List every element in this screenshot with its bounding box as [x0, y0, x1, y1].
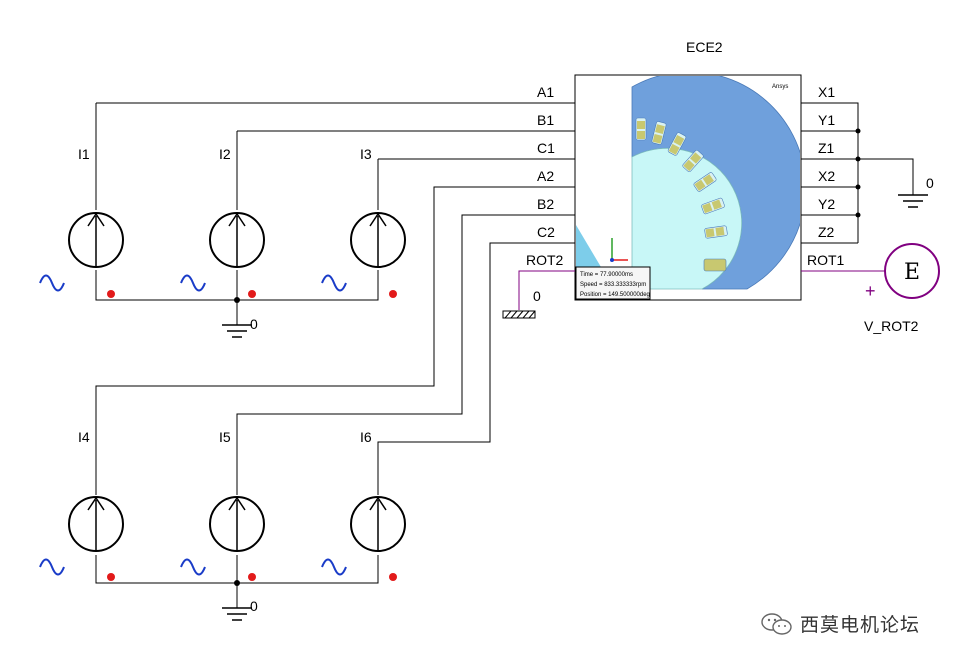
pin-x2: X2	[818, 168, 835, 184]
current-source-i2[interactable]: I2	[180, 146, 265, 298]
wire-b2	[236, 214, 575, 495]
current-source-i1[interactable]: I1	[39, 146, 124, 298]
pin-c1: C1	[537, 140, 555, 156]
brand-label: Ansys	[772, 84, 788, 90]
arrow-up-icon	[87, 496, 105, 551]
polarity-dot	[389, 573, 397, 581]
ground-symbol-top: 0	[222, 316, 258, 338]
wires-top-phase	[96, 102, 575, 160]
ece2-component[interactable]: ECE2 A1 B1 C1 A2 B2 C2 ROT2 0 X1 Y1 Z1 X…	[502, 39, 934, 319]
pin-b1: B1	[537, 112, 554, 128]
ground-label-right: 0	[926, 175, 934, 191]
sine-wave-icon	[321, 558, 347, 576]
junction-dot	[234, 580, 240, 586]
pin-c2: C2	[537, 224, 555, 240]
junction-dot	[855, 128, 861, 134]
source-label-i4: I4	[78, 429, 90, 445]
arrow-up-icon	[369, 212, 387, 267]
wires-top-vertical	[95, 103, 379, 210]
voltmeter-circle[interactable]	[884, 243, 940, 299]
arrow-up-icon	[87, 212, 105, 267]
pin-x1: X1	[818, 84, 835, 100]
polarity-dot	[107, 573, 115, 581]
sine-wave-icon	[180, 274, 206, 292]
voltmeter-v-rot2[interactable]: E + V_ROT2	[864, 243, 940, 334]
wire-to-ground-right	[858, 158, 914, 195]
wire-c2	[377, 242, 575, 495]
source-label-i2: I2	[219, 146, 231, 162]
arrow-up-icon	[369, 496, 387, 551]
pin-rot2: ROT2	[526, 252, 564, 268]
source-label-i6: I6	[360, 429, 372, 445]
polarity-dot	[107, 290, 115, 298]
voltmeter-symbol: E	[904, 260, 920, 285]
current-source-i4[interactable]: I4	[39, 429, 124, 581]
polarity-plus: +	[865, 281, 876, 301]
wire-a2	[95, 186, 575, 495]
ground-symbol-bottom: 0	[222, 598, 258, 621]
mechanical-ground-icon	[502, 310, 536, 319]
polarity-dot	[248, 290, 256, 298]
wechat-icon	[761, 612, 792, 635]
arrow-up-icon	[228, 496, 246, 551]
pin-z1: Z1	[818, 140, 835, 156]
current-source-i5[interactable]: I5	[180, 429, 265, 581]
pin-a1: A1	[537, 84, 554, 100]
source-label-i3: I3	[360, 146, 372, 162]
sine-wave-icon	[39, 558, 65, 576]
sine-wave-icon	[39, 274, 65, 292]
sine-wave-icon	[180, 558, 206, 576]
watermark-text: 西莫电机论坛	[800, 614, 921, 636]
watermark: 西莫电机论坛	[760, 610, 920, 637]
pin-b2: B2	[537, 196, 554, 212]
tooltip-time: Time = 77.90000ms	[580, 272, 633, 278]
right-pin-wires	[801, 102, 859, 244]
junction-dot	[855, 212, 861, 218]
ground-label-bottom: 0	[250, 598, 258, 614]
component-name: ECE2	[686, 39, 723, 55]
polarity-dot	[389, 290, 397, 298]
source-group-top: I1 I2 I3 0	[39, 102, 575, 338]
left-pin-stubs	[560, 102, 575, 244]
pin-y1: Y1	[818, 112, 835, 128]
pin-a2: A2	[537, 168, 554, 184]
pin-z2: Z2	[818, 224, 835, 240]
pin-y2: Y2	[818, 196, 835, 212]
voltmeter-label: V_ROT2	[864, 318, 919, 334]
arrow-up-icon	[228, 212, 246, 267]
axis-triad-icon	[610, 238, 628, 262]
ground-label-top: 0	[250, 316, 258, 332]
ground-label-rot2: 0	[533, 288, 541, 304]
source-label-i5: I5	[219, 429, 231, 445]
tooltip-speed: Speed = 833.333333rpm	[580, 282, 646, 288]
pin-rot1: ROT1	[807, 252, 845, 268]
polarity-dot	[248, 573, 256, 581]
junction-dot	[855, 156, 861, 162]
source-group-bottom: I4 I5 I6 0	[39, 186, 575, 621]
tooltip-position: Position = 149.500000deg	[580, 292, 650, 298]
wire-rot2	[518, 270, 575, 310]
junction-dot	[234, 297, 240, 303]
current-source-i6[interactable]: I6	[321, 429, 406, 581]
sim-tooltip: Time = 77.90000ms Speed = 833.333333rpm …	[575, 266, 651, 300]
sine-wave-icon	[321, 274, 347, 292]
stator-slots	[635, 117, 728, 272]
source-label-i1: I1	[78, 146, 90, 162]
junction-dot	[855, 184, 861, 190]
rotor-icon	[631, 147, 743, 290]
current-source-i3[interactable]: I3	[321, 146, 406, 298]
ground-symbol-right: 0	[898, 175, 934, 208]
